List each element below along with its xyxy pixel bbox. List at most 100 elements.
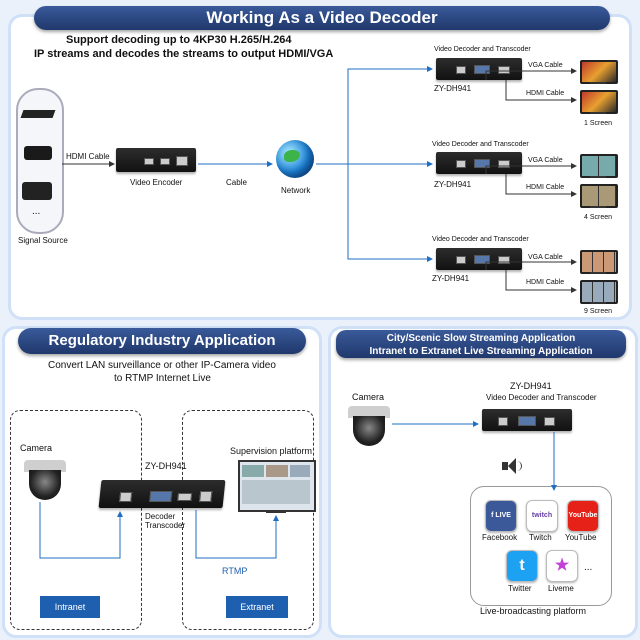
video-tile [266,465,288,477]
regulatory-title: Regulatory Industry Application [18,328,306,354]
right-decoder-device [482,409,572,431]
screen-count: 1 Screen [584,120,613,127]
right-model: ZY-DH941 [510,381,552,391]
decoder-port [544,417,555,426]
signal-source-label: Signal Source [18,236,68,245]
right-device-name: Video Decoder and Transcoder [486,393,597,402]
camera-mount [348,406,390,418]
video-encoder-label: Video Encoder [130,178,183,187]
decoder-title: Video Decoder and Transcoder [432,236,529,243]
decoder-model: ZY-DH941 [434,84,472,93]
regulatory-desc-1: Convert LAN surveillance or other IP-Cam… [48,360,276,371]
video-tile [290,465,310,477]
dome-camera-icon [348,406,390,446]
hdmi-cable-label: HDMI Cable [526,184,565,191]
monitor-1 [580,250,618,274]
monitor-stand [590,206,606,208]
decoder-port [177,493,193,501]
decoder-port [498,256,510,264]
rtmp-label: RTMP [222,566,248,576]
monitor-1 [580,154,618,178]
decoder-port [456,256,466,264]
vga-cable-label: VGA Cable [528,254,563,261]
video-tile [242,480,310,504]
globe-land [284,150,300,162]
source-ellipsis: ... [32,206,41,217]
streaming-title-1: City/Scenic Slow Streaming Application [386,333,576,344]
video-camera-icon [22,182,52,200]
facebook-logo-icon: f LIVE [485,500,517,532]
hdmi-cable-label: HDMI Cable [66,152,110,161]
streaming-title: City/Scenic Slow Streaming Application I… [336,330,626,358]
encoder-port [160,158,170,165]
monitor-1 [580,60,618,84]
intranet-tag: Intranet [40,596,100,618]
video-tile [242,465,264,477]
speaker-icon [502,458,522,474]
left-model: ZY-DH941 [145,461,187,471]
supervision-label: Supervision platform [230,446,313,456]
youtube-logo-icon: YouTube [567,500,599,532]
decoder-title: Video Decoder and Transcoder [434,46,531,53]
extranet-zone [182,410,314,630]
screen-count: 4 Screen [584,214,613,221]
regulatory-desc-2: to RTMP Internet Live [114,373,211,384]
media-player-icon [24,146,52,160]
decoder-title: Video Decoder and Transcoder [432,141,529,148]
decoder-device [436,58,522,80]
liveme-label: Liveme [548,584,574,593]
screen-count: 9 Screen [584,308,613,315]
decoder-port [149,491,173,502]
left-decoder-device [98,480,226,508]
monitor-2 [580,90,618,114]
twitter-label: Twitter [508,584,532,593]
decoder-port [456,160,466,168]
video-encoder [116,148,196,172]
decoder-port [119,492,133,502]
vga-cable-label: VGA Cable [528,62,563,69]
decoder-port [474,159,490,168]
network-label: Network [281,186,311,195]
camera-dome [353,416,385,446]
network-globe-icon [276,140,314,178]
streaming-panel [328,326,638,638]
encoder-port [144,158,154,165]
monitor-stand [590,82,606,84]
top-subtitle-2: IP streams and decodes the streams to ou… [34,48,334,60]
extranet-tag: Extranet [226,596,288,618]
encoder-port [176,156,188,166]
monitor-stand [590,272,606,274]
monitor-stand [590,176,606,178]
camera-dome [29,470,61,500]
dome-camera-icon [24,460,66,500]
decoder-port [498,417,508,426]
speaker-wave [516,461,522,471]
decoder-port [498,66,510,74]
decoder-port [518,416,536,426]
monitor-stand [590,302,606,304]
decoder-label: Decoder [145,512,176,521]
platforms-box [470,486,612,606]
supervision-monitor [238,460,316,512]
decoder-port [474,255,490,264]
intranet-zone [10,410,142,630]
platforms-caption: Live-broadcasting platform [480,606,587,616]
decoder-model: ZY-DH941 [434,180,472,189]
transcoder-label: Transcoder [145,521,186,530]
hdmi-cable-label: HDMI Cable [526,279,565,286]
youtube-label: YouTube [565,533,597,542]
top-title: Working As a Video Decoder [34,6,610,30]
streaming-title-2: Intranet to Extranet Live Streaming Appl… [369,346,593,357]
monitor-stand [590,112,606,114]
speaker-cone [508,458,516,474]
monitor-stand [266,510,286,513]
decoder-device [436,248,522,270]
decoder-device [436,152,522,174]
left-camera-label: Camera [20,443,53,453]
decoder-model: ZY-DH941 [432,274,470,283]
vga-cable-label: VGA Cable [528,157,563,164]
decoder-port [474,65,490,74]
twitch-logo-icon: twitch [526,500,558,532]
twitter-logo-icon: t [506,550,538,582]
set-top-box-icon [20,110,56,118]
